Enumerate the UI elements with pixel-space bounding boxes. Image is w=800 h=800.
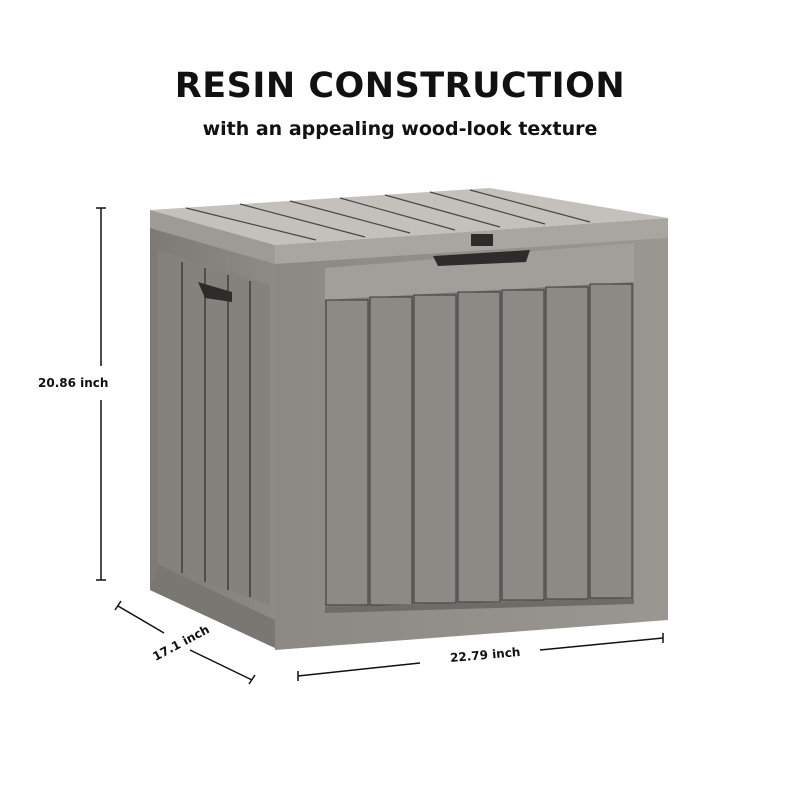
width-dimension-line — [297, 633, 664, 681]
height-label: 20.86 inch — [38, 376, 109, 390]
page-subtitle: with an appealing wood-look texture — [202, 118, 598, 140]
page-title: RESIN CONSTRUCTION — [174, 66, 626, 106]
box-front-panel — [275, 236, 668, 650]
box-lid — [150, 188, 668, 264]
front-handle-icon — [433, 250, 530, 266]
lock-latch-icon — [471, 234, 493, 246]
box-side-panel — [150, 225, 275, 648]
height-dimension-line — [96, 207, 106, 581]
side-handle-icon — [198, 282, 232, 302]
depth-dimension-line — [114, 600, 256, 685]
